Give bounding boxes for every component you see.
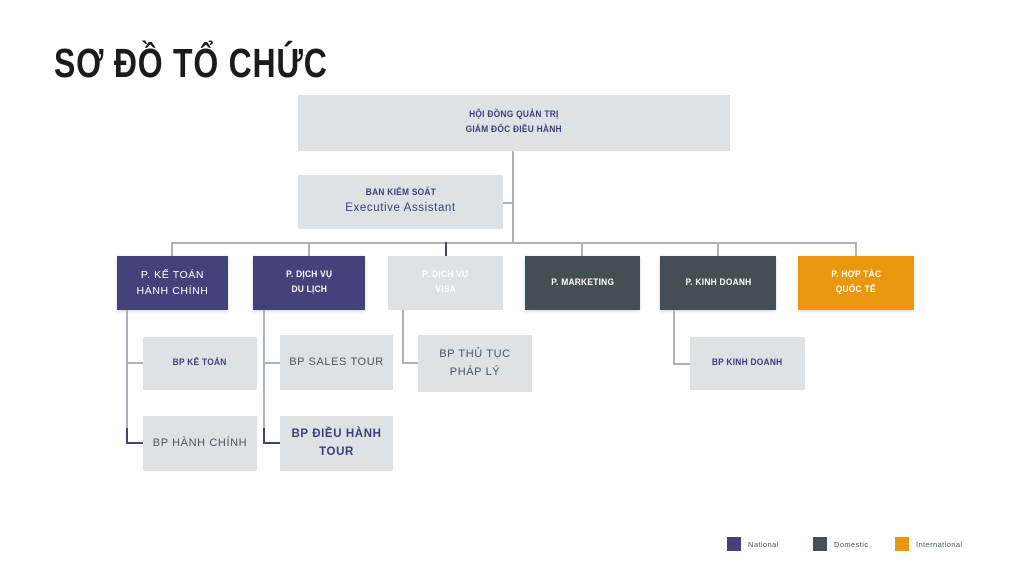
- node-label: QUỐC TẾ: [836, 284, 876, 295]
- connector-dept2-sub1: [263, 362, 280, 364]
- connector-dept5-sub1: [673, 363, 690, 365]
- node-dept-hop-tac-quoc-te: P. HỢP TÁC QUỐC TẾ: [798, 256, 914, 310]
- connector-dept2-elbow-h: [263, 442, 280, 444]
- connector-dept1-elbow-v: [126, 428, 128, 444]
- connector-assistant: [503, 202, 513, 204]
- node-label: BP HÀNH CHÍNH: [152, 436, 248, 449]
- legend-label-domestic: Domestic: [834, 540, 869, 549]
- connector-bus: [171, 242, 857, 244]
- connector-dept2-trunk: [263, 310, 265, 430]
- node-dept-dich-vu-visa: P. DỊCH VỤ VISA: [388, 256, 503, 310]
- node-bp-thu-tuc-phap-ly: BP THỦ TỤC PHÁP LÝ: [418, 335, 532, 392]
- node-label: BAN KIỂM SOÁT: [365, 186, 436, 198]
- node-bp-sales-tour: BP SALES TOUR: [280, 335, 393, 390]
- legend-label-national: National: [748, 540, 779, 549]
- node-label: BP THỦ TỤC: [439, 348, 511, 361]
- node-dept-ke-toan-hanh-chinh: P. KẾ TOÁN HÀNH CHÍNH: [117, 256, 228, 310]
- connector-stub-dept3: [445, 242, 447, 256]
- connector-dept1-trunk: [126, 310, 128, 430]
- node-label: P. MARKETING: [551, 276, 614, 288]
- legend-swatch-national: [727, 537, 741, 551]
- connector-stub-dept4: [581, 242, 583, 256]
- connector-dept5-trunk: [673, 310, 675, 365]
- node-label: BP KINH DOANH: [712, 357, 783, 369]
- legend-swatch-domestic: [813, 537, 827, 551]
- node-dept-kinh-doanh: P. KINH DOANH: [660, 256, 776, 310]
- legend-swatch-international: [895, 537, 909, 551]
- node-dept-marketing: P. MARKETING: [525, 256, 640, 310]
- connector-dept3-trunk: [402, 310, 404, 364]
- node-label: P. HỢP TÁC: [831, 269, 881, 281]
- connector-dept2-elbow-v: [263, 428, 265, 444]
- legend: National Domestic International: [0, 537, 1024, 553]
- connector-stub-dept6: [855, 242, 857, 256]
- node-label: VISA: [435, 284, 456, 295]
- node-label: GIÁM ĐỐC ĐIỀU HÀNH: [465, 124, 563, 135]
- node-label: P. DỊCH VỤ: [422, 269, 469, 281]
- legend-label-international: International: [916, 540, 963, 549]
- node-bp-dieu-hanh-tour: BP ĐIỀU HÀNH TOUR: [280, 416, 393, 471]
- node-label: P. DỊCH VỤ: [285, 269, 333, 281]
- connector-stub-dept5: [717, 242, 719, 256]
- connector-stub-dept2: [308, 242, 310, 256]
- node-label: HÀNH CHÍNH: [136, 285, 209, 297]
- node-supervisory-board: BAN KIỂM SOÁT Executive Assistant: [298, 175, 503, 229]
- connector-dept1-elbow-h: [126, 442, 143, 444]
- node-bp-ke-toan: BP KẾ TOÁN: [143, 337, 257, 390]
- node-label: P. KINH DOANH: [684, 276, 751, 288]
- node-label: P. KẾ TOÁN: [140, 268, 205, 281]
- connector-dept3-sub1: [402, 362, 418, 364]
- node-board-of-directors: HỘI ĐỒNG QUẢN TRỊ GIÁM ĐỐC ĐIỀU HÀNH: [298, 95, 730, 151]
- node-label: BP SALES TOUR: [289, 355, 384, 368]
- node-label: HỘI ĐỒNG QUẢN TRỊ: [469, 109, 559, 121]
- connector-root-trunk: [512, 151, 514, 243]
- node-dept-dich-vu-du-lich: P. DỊCH VỤ DU LỊCH: [253, 256, 365, 310]
- connector-stub-dept1: [171, 242, 173, 256]
- node-label: PHÁP LÝ: [449, 365, 501, 378]
- node-label: BP KẾ TOÁN: [173, 357, 227, 369]
- connector-dept1-sub1: [126, 362, 143, 364]
- node-label: BP ĐIỀU HÀNH TOUR: [291, 427, 382, 458]
- node-sublabel: Executive Assistant: [345, 202, 456, 215]
- node-bp-kinh-doanh: BP KINH DOANH: [690, 337, 805, 390]
- node-bp-hanh-chinh: BP HÀNH CHÍNH: [143, 416, 257, 471]
- page-title: SƠ ĐỒ TỔ CHỨC: [54, 40, 328, 86]
- node-label: DU LỊCH: [291, 284, 327, 295]
